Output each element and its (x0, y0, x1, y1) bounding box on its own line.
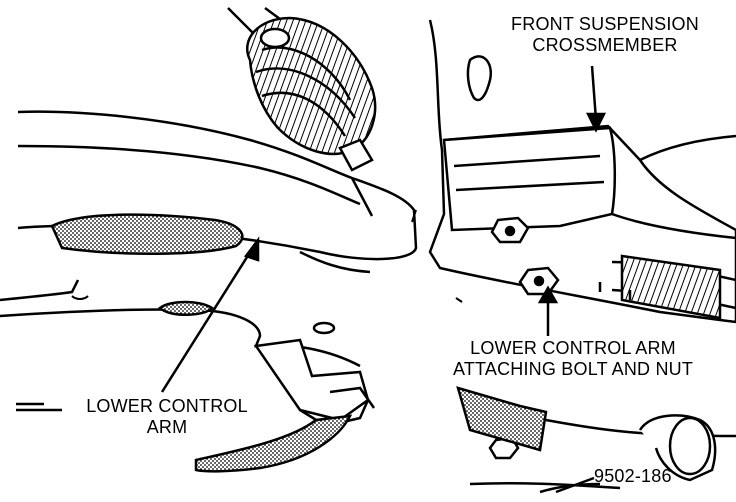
bolt-nut-label-line1: LOWER CONTROL ARM (470, 338, 676, 358)
control-arm-label-line2: ARM (146, 417, 188, 437)
crossmember-label-line2: CROSSMEMBER (532, 35, 678, 55)
figure-number: 9502-186 (594, 466, 672, 486)
floor-pan (0, 279, 736, 494)
bolt-nut-label: LOWER CONTROL ARM ATTACHING BOLT AND NUT (418, 338, 728, 380)
cv-boot (227, 6, 377, 172)
leader-lines (16, 65, 607, 494)
bolt-nut-label-line2: ATTACHING BOLT AND NUT (452, 359, 694, 379)
lower-control-arm (17, 110, 418, 274)
crossmember-label-line1: FRONT SUSPENSION (511, 14, 699, 34)
control-arm-label: LOWER CONTROL ARM (62, 396, 272, 438)
crossmember (428, 19, 736, 324)
detail-marks (71, 209, 463, 303)
crossmember-label: FRONT SUSPENSION CROSSMEMBER (480, 14, 730, 56)
control-arm-label-line1: LOWER CONTROL (86, 396, 248, 416)
